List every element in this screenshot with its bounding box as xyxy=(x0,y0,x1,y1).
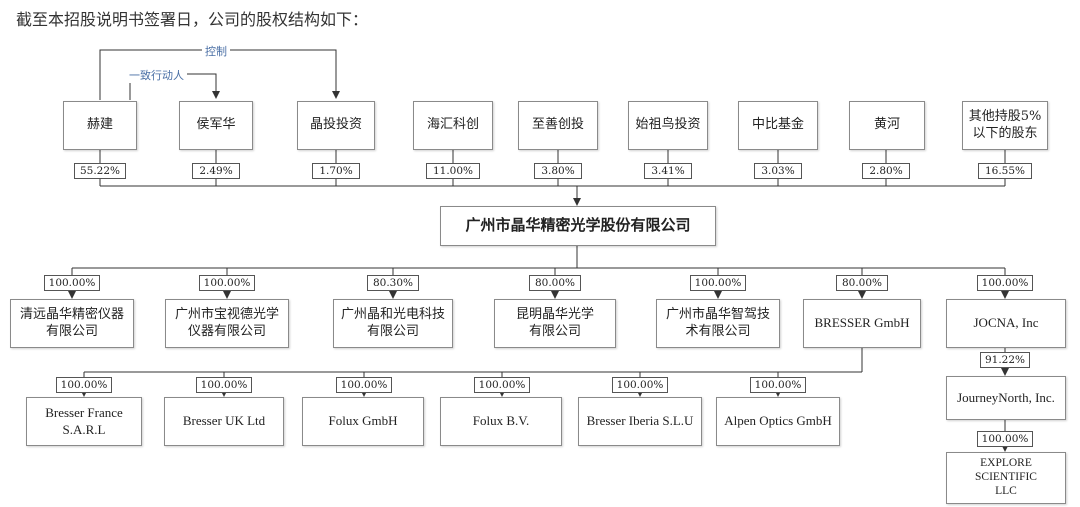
bresser-subsidiary-pct: 100.00% xyxy=(56,377,112,393)
bresser-subsidiary-pct: 100.00% xyxy=(336,377,392,393)
jocna-subsidiary-pct: 91.22% xyxy=(980,352,1030,368)
subsidiary-name: 清远晶华精密仪器 有限公司 xyxy=(19,306,124,339)
subsidiary-box: 广州市宝视德光学 仪器有限公司 xyxy=(165,299,289,348)
subsidiary-pct: 80.00% xyxy=(529,275,581,291)
bresser-subsidiary-box: Bresser France S.A.R.L xyxy=(26,397,142,446)
bresser-subsidiary-box: Bresser UK Ltd xyxy=(164,397,284,446)
shareholding-pct: 11.00% xyxy=(426,163,480,179)
subsidiary-name: 广州晶和光电科技 有限公司 xyxy=(340,306,445,339)
shareholding-pct: 1.70% xyxy=(312,163,360,179)
shareholder-name: 黄河 xyxy=(873,117,900,133)
shareholding-pct: 2.49% xyxy=(192,163,240,179)
subsidiary-pct: 100.00% xyxy=(977,275,1033,291)
bresser-subsidiary-name: Folux GmbH xyxy=(328,413,398,429)
subsidiary-pct: 100.00% xyxy=(690,275,746,291)
shareholder-box: 中比基金 xyxy=(738,101,818,150)
shareholding-pct: 2.80% xyxy=(862,163,910,179)
bresser-subsidiary-pct: 100.00% xyxy=(750,377,806,393)
bresser-subsidiary-name: Bresser Iberia S.L.U xyxy=(586,413,694,429)
shareholder-name: 其他持股5% 以下的股东 xyxy=(968,108,1042,141)
control-label: 控制 xyxy=(202,43,230,59)
subsidiary-box: 广州市晶华智驾技 术有限公司 xyxy=(656,299,780,348)
bresser-subsidiary-name: Alpen Optics GmbH xyxy=(724,413,832,429)
journeynorth-subsidiary-name: EXPLORE SCIENTIFIC LLC xyxy=(975,457,1037,497)
subsidiary-name: 广州市宝视德光学 仪器有限公司 xyxy=(174,306,279,339)
subsidiary-name: JOCNA, Inc xyxy=(973,315,1039,331)
bresser-subsidiary-name: Bresser UK Ltd xyxy=(182,413,266,429)
shareholder-name: 赫建 xyxy=(86,117,113,133)
main-company-name: 广州市晶华精密光学股份有限公司 xyxy=(465,216,691,235)
bresser-subsidiary-pct: 100.00% xyxy=(612,377,668,393)
shareholder-box: 始祖鸟投资 xyxy=(628,101,708,150)
bresser-subsidiary-box: Folux B.V. xyxy=(440,397,562,446)
shareholder-box: 海汇科创 xyxy=(413,101,493,150)
subsidiary-box: JOCNA, Inc xyxy=(946,299,1066,348)
shareholder-box: 其他持股5% 以下的股东 xyxy=(962,101,1048,150)
shareholder-name: 至善创投 xyxy=(531,117,584,133)
jocna-subsidiary-name: JourneyNorth, Inc. xyxy=(957,389,1055,405)
bresser-subsidiary-box: Alpen Optics GmbH xyxy=(716,397,840,446)
shareholder-box: 黄河 xyxy=(849,101,925,150)
shareholder-box: 赫建 xyxy=(63,101,137,150)
main-company-box: 广州市晶华精密光学股份有限公司 xyxy=(440,206,716,246)
shareholding-pct: 3.03% xyxy=(754,163,802,179)
journeynorth-subsidiary-box: EXPLORE SCIENTIFIC LLC xyxy=(946,452,1066,504)
bresser-subsidiary-box: Bresser Iberia S.L.U xyxy=(578,397,702,446)
shareholder-box: 晶投投资 xyxy=(297,101,375,150)
subsidiary-pct: 100.00% xyxy=(44,275,100,291)
bresser-subsidiary-name: Bresser France S.A.R.L xyxy=(45,404,123,437)
shareholding-pct: 3.41% xyxy=(644,163,692,179)
shareholding-pct: 16.55% xyxy=(978,163,1032,179)
subsidiary-pct: 80.30% xyxy=(367,275,419,291)
shareholder-box: 侯军华 xyxy=(179,101,253,150)
shareholding-pct: 3.80% xyxy=(534,163,582,179)
shareholder-name: 侯军华 xyxy=(196,117,236,133)
shareholding-pct: 55.22% xyxy=(74,163,126,179)
subsidiary-pct: 100.00% xyxy=(199,275,255,291)
bresser-subsidiary-pct: 100.00% xyxy=(196,377,252,393)
concert-party-label: 一致行动人 xyxy=(126,67,187,83)
shareholder-name: 始祖鸟投资 xyxy=(635,117,701,133)
bresser-subsidiary-pct: 100.00% xyxy=(474,377,530,393)
subsidiary-name: 昆明晶华光学 有限公司 xyxy=(515,306,594,339)
subsidiary-name: BRESSER GmbH xyxy=(814,315,910,331)
shareholder-name: 中比基金 xyxy=(751,117,804,133)
bresser-subsidiary-name: Folux B.V. xyxy=(472,413,530,429)
shareholder-name: 海汇科创 xyxy=(426,117,479,133)
subsidiary-box: 清远晶华精密仪器 有限公司 xyxy=(10,299,134,348)
jocna-subsidiary-box: JourneyNorth, Inc. xyxy=(946,376,1066,420)
journeynorth-subsidiary-pct: 100.00% xyxy=(977,431,1033,447)
shareholder-name: 晶投投资 xyxy=(309,117,362,133)
diagram-heading: 截至本招股说明书签署日，公司的股权结构如下： xyxy=(16,10,369,29)
subsidiary-box: BRESSER GmbH xyxy=(803,299,921,348)
bresser-subsidiary-box: Folux GmbH xyxy=(302,397,424,446)
subsidiary-pct: 80.00% xyxy=(836,275,888,291)
subsidiary-name: 广州市晶华智驾技 术有限公司 xyxy=(665,306,770,339)
shareholder-box: 至善创投 xyxy=(518,101,598,150)
subsidiary-box: 昆明晶华光学 有限公司 xyxy=(494,299,616,348)
subsidiary-box: 广州晶和光电科技 有限公司 xyxy=(333,299,453,348)
